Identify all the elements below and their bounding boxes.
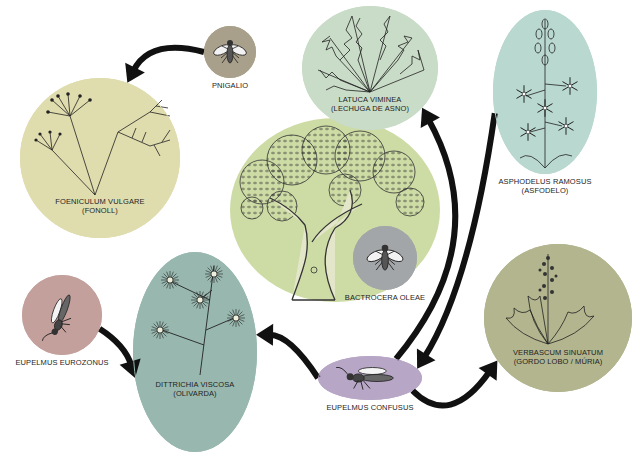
curved-arrow <box>413 360 498 405</box>
node-circle: EUPELMUS EUROZONUS <box>22 275 102 355</box>
species-name: EUPELMUS CONFUSUS <box>326 403 413 412</box>
text-line: (GORDO LOBO / MÚRIA) <box>484 357 632 366</box>
arrow-shaft <box>413 372 490 406</box>
node-circle: PNIGALIO <box>204 26 256 78</box>
arrow-shaft <box>396 120 455 359</box>
node-ellipse <box>205 27 256 78</box>
node-outline <box>484 244 632 392</box>
text-line: ASPHODELUS RAMOSUS <box>443 177 640 186</box>
node-circle: BACTROCERA OLEAE <box>353 226 417 290</box>
text-group: DITTRICHIA VISCOSA(OLIVARDA) <box>133 380 257 398</box>
text-line: EUPELMUS CONFUSUS <box>268 403 472 412</box>
node-ellipse <box>21 79 180 238</box>
arrow-shaft <box>270 335 318 378</box>
common-name: (LECHUGA DE ASNO) <box>331 104 409 113</box>
node-ellipse <box>319 357 422 400</box>
text-group: LATUCA VIMINEA(LECHUGA DE ASNO) <box>302 95 438 113</box>
arrowhead <box>421 108 440 128</box>
node-outline <box>353 226 417 290</box>
species-name: PNIGALIO <box>212 81 248 90</box>
text-group: EUPELMUS EUROZONUS <box>0 358 152 367</box>
text-group: BACTROCERA OLEAE <box>303 293 467 302</box>
species-name: EUPELMUS EUROZONUS <box>15 358 108 367</box>
arrow-shaft <box>133 48 204 71</box>
arrowhead <box>479 360 498 380</box>
node-circle: DITTRICHIA VISCOSA(OLIVARDA) <box>133 252 257 452</box>
text-line: VERBASCUM SINUATUM <box>484 348 632 357</box>
common-name: (GORDO LOBO / MÚRIA) <box>514 357 603 366</box>
node-ellipse <box>23 276 102 355</box>
curved-arrow <box>125 48 204 83</box>
curved-arrow <box>256 324 318 378</box>
node-ellipse <box>303 7 438 130</box>
text-group: VERBASCUM SINUATUM(GORDO LOBO / MÚRIA) <box>484 348 632 366</box>
text-line: EUPELMUS EUROZONUS <box>0 358 152 367</box>
node-outline <box>133 252 257 452</box>
node-ellipse <box>354 227 417 290</box>
species-name: ASPHODELUS RAMOSUS <box>498 177 591 186</box>
text-group: EUPELMUS CONFUSUS <box>268 403 472 412</box>
arrowhead <box>256 324 273 346</box>
curved-arrow <box>417 113 495 368</box>
common-name: (ASFODELO) <box>522 186 569 195</box>
node-circle: ASPHODELUS RAMOSUS(ASFODELO) <box>493 10 597 174</box>
text-line: DITTRICHIA VISCOSA <box>133 380 257 389</box>
text-line: (ASFODELO) <box>443 186 640 195</box>
text-line: FOENICULUM VULGARE <box>20 197 180 206</box>
species-name: DITTRICHIA VISCOSA <box>156 380 235 389</box>
arrowhead <box>125 63 145 83</box>
species-name: FOENICULUM VULGARE <box>55 197 144 206</box>
text-line: (FONOLL) <box>20 206 180 215</box>
node-ellipse <box>494 11 597 174</box>
text-line: LATUCA VIMINEA <box>302 95 438 104</box>
node-ellipse <box>485 245 632 392</box>
text-line: PNIGALIO <box>154 81 306 90</box>
node-outline <box>493 10 597 174</box>
node-ellipse <box>134 253 257 452</box>
text-line: (LECHUGA DE ASNO) <box>302 104 438 113</box>
text-group: FOENICULUM VULGARE(FONOLL) <box>20 197 180 215</box>
text-group: ASPHODELUS RAMOSUS(ASFODELO) <box>443 177 640 195</box>
common-name: (FONOLL) <box>82 206 118 215</box>
text-line: BACTROCERA OLEAE <box>303 293 467 302</box>
text-group: PNIGALIO <box>154 81 306 90</box>
arrowhead <box>417 348 436 368</box>
species-name: LATUCA VIMINEA <box>339 95 402 104</box>
text-line: (OLIVARDA) <box>133 389 257 398</box>
node-outline <box>318 356 422 400</box>
arrowhead <box>120 358 141 377</box>
node-outline <box>204 26 256 78</box>
node-circle: EUPELMUS CONFUSUS <box>318 356 422 400</box>
node-circle: FOENICULUM VULGARE(FONOLL) <box>20 78 180 238</box>
node-circle: VERBASCUM SINUATUM(GORDO LOBO / MÚRIA) <box>484 244 632 392</box>
node-outline <box>22 275 102 355</box>
species-name: VERBASCUM SINUATUM <box>513 348 603 357</box>
species-name: BACTROCERA OLEAE <box>345 293 425 302</box>
common-name: (OLIVARDA) <box>173 389 216 398</box>
node-circle: LATUCA VIMINEA(LECHUGA DE ASNO) <box>302 6 438 130</box>
